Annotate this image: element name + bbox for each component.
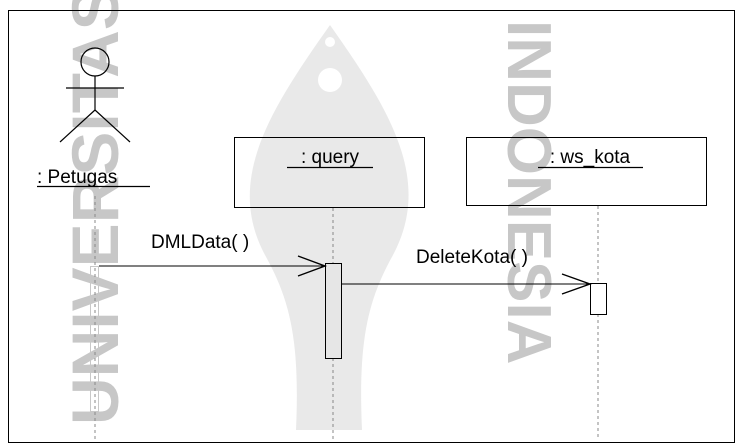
message-arrowhead-dmldata-icon xyxy=(297,255,328,277)
message-label-deletekota: DeleteKota( ) xyxy=(416,247,528,268)
message-label-dmldata: DMLData( ) xyxy=(151,232,249,253)
activation-ws-kota xyxy=(590,283,607,315)
watermark-left-text: UNIVERSITAS xyxy=(58,0,132,425)
object-box-query xyxy=(234,137,425,208)
watermark-right-text: INDONESIA xyxy=(494,20,563,364)
object-label-ws-kota: : ws_kota xyxy=(550,147,631,168)
actor-stick-figure-icon xyxy=(59,47,131,143)
activation-query xyxy=(325,263,342,359)
object-box-ws-kota xyxy=(466,137,707,206)
watermark: UNIVERSITAS INDONESIA xyxy=(58,0,563,430)
message-arrowhead-deletekota-icon xyxy=(561,273,593,295)
actor-label: : Petugas xyxy=(37,167,117,188)
object-label-query: : query xyxy=(301,147,360,168)
diagram-frame xyxy=(8,10,735,443)
activation-petugas xyxy=(90,266,99,412)
